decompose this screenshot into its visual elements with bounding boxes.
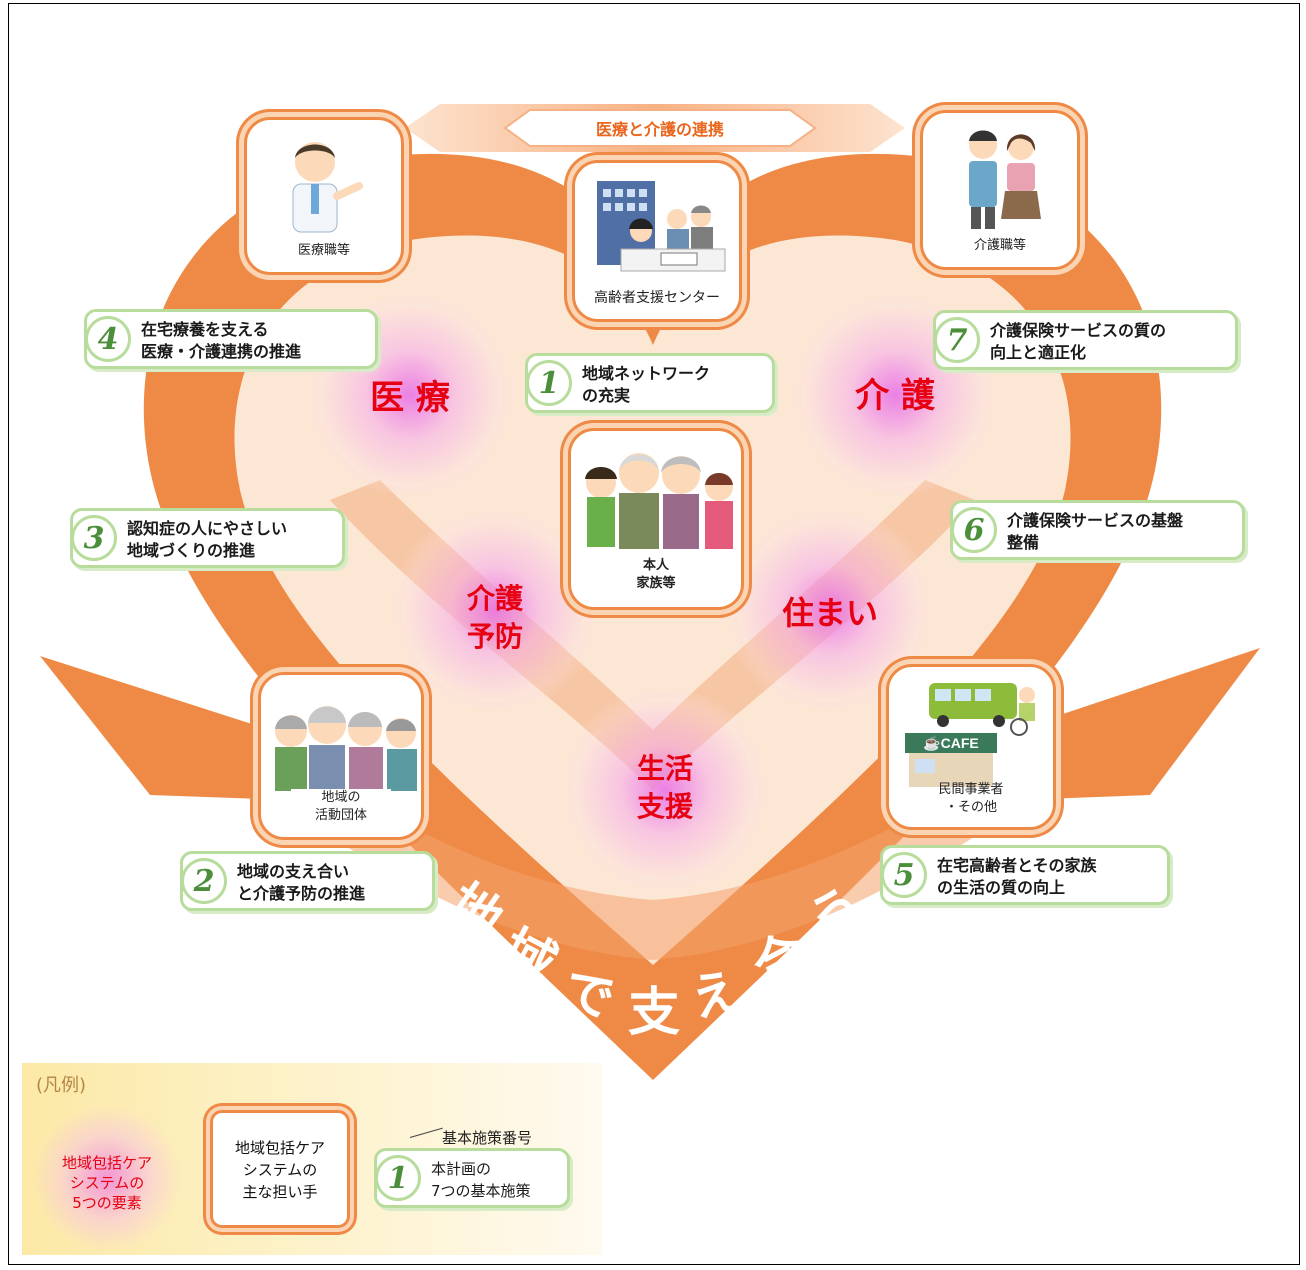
actor-self-line2: 家族等 (636, 576, 676, 591)
policy-5-line1: 在宅高齢者とその家族 (937, 856, 1097, 875)
legend-policy: 1 本計画の 7つの基本施策 (374, 1148, 570, 1208)
element-kaigo-yobo-line1: 介護 (466, 582, 523, 615)
actor-private-line1: 民間事業者 (938, 782, 1004, 797)
collaboration-arrow (503, 109, 817, 147)
policy-1-line2: の充実 (582, 386, 631, 405)
policy-7-line1: 介護保険サービスの質の (990, 321, 1167, 340)
actor-self-family: 本人 家族等 (568, 428, 744, 610)
actor-self-family-label: 本人 家族等 (571, 557, 741, 593)
policy-4-number: 4 (85, 316, 131, 362)
legend-note-line (409, 1127, 443, 1138)
legend: (凡例) 地域包括ケア システムの 5つの要素 地域包括ケア システムの 主な担… (22, 1063, 602, 1255)
policy-6-number: 6 (951, 507, 997, 553)
legend-policy-number: 1 (375, 1155, 421, 1201)
legend-actor-line3: 主な担い手 (242, 1183, 318, 1201)
element-seikatsu-line1: 生活 (636, 752, 693, 785)
policy-4-line1: 在宅療養を支える (141, 320, 269, 339)
family-icon (585, 453, 733, 549)
policy-3-line1: 認知症の人にやさしい (127, 519, 288, 538)
policy-6-line2: 整備 (1007, 533, 1040, 552)
community-group-icon (275, 706, 417, 791)
legend-number-note: 基本施策番号 (442, 1129, 533, 1147)
actor-medical: 医療職等 (244, 117, 404, 275)
policy-1-text: 地域ネットワークの充実 (582, 363, 710, 407)
collaboration-label: 医療と介護の連携 (595, 120, 724, 139)
page-frame (8, 3, 1300, 1265)
legend-element-glow (32, 1103, 182, 1253)
actor-self-line1: 本人 (642, 558, 669, 573)
cafe-bus-icon: ☕CAFE (905, 683, 1035, 787)
legend-policy-text: 本計画の 7つの基本施策 (431, 1158, 531, 1202)
ribbon-bottom-band (270, 740, 1035, 960)
policy-4-line2: 医療・介護連携の推進 (141, 342, 302, 361)
doctor-icon (292, 142, 363, 233)
policy-6: 6 介護保険サービスの基盤整備 (950, 500, 1245, 560)
policy-7-number: 7 (934, 317, 980, 363)
actor-care-staff: 介護職等 (920, 110, 1080, 270)
element-kaigo: 介 護 (855, 376, 935, 416)
policy-6-text: 介護保険サービスの基盤整備 (1007, 510, 1183, 554)
actor-medical-label: 医療職等 (297, 243, 350, 258)
legend-policy-line2: 7つの基本施策 (431, 1182, 531, 1200)
policy-3-line2: 地域づくりの推進 (127, 541, 256, 560)
actor-community-groups: 地域の 活動団体 (258, 672, 424, 840)
actor-community-line1: 地域の (321, 790, 361, 805)
policy-1-number: 1 (526, 360, 572, 406)
policy-3-text: 認知症の人にやさしい地域づくりの推進 (127, 518, 287, 562)
policy-5-number: 5 (881, 852, 927, 898)
care-staff-icon (969, 130, 1041, 229)
actor-private-label: 民間事業者 ・その他 (889, 781, 1053, 817)
element-kaigo-yobo: 介護 予防 (445, 580, 545, 656)
actor-community-label: 地域の 活動団体 (291, 789, 391, 825)
legend-actor-line1: 地域包括ケア (234, 1139, 325, 1157)
element-kaigo-yobo-line2: 予防 (466, 620, 523, 653)
ribbon-right-tail (1015, 648, 1260, 800)
svg-text:☕CAFE: ☕CAFE (923, 734, 979, 752)
actor-private-line2: ・その他 (944, 800, 997, 815)
actor-community-line2: 活動団体 (314, 808, 367, 823)
banner-char-4: 支 (628, 983, 681, 1043)
legend-element-line1: 地域包括ケア (61, 1154, 152, 1172)
element-seikatsu-line2: 支援 (636, 790, 693, 823)
policy-6-line1: 介護保険サービスの基盤 (1007, 511, 1184, 530)
policy-1: 1 地域ネットワークの充実 (525, 353, 775, 413)
element-iryo: 医 療 (370, 378, 450, 418)
policy-2-line1: 地域の支え合い (237, 862, 350, 881)
support-center-icon (597, 181, 726, 272)
actor-support-center-label: 高齢者支援センター (594, 290, 720, 306)
legend-actor-line2: システムの (242, 1161, 318, 1179)
policy-2: 2 地域の支え合いと介護予防の推進 (180, 851, 435, 911)
policy-5: 5 在宅高齢者とその家族の生活の質の向上 (880, 845, 1170, 905)
policy-7: 7 介護保険サービスの質の向上と適正化 (933, 310, 1238, 370)
policy-7-line2: 向上と適正化 (990, 343, 1087, 362)
policy-2-line2: と介護予防の推進 (237, 884, 366, 903)
policy-2-number: 2 (181, 858, 227, 904)
legend-element-text: 地域包括ケア システムの 5つの要素 (42, 1153, 172, 1213)
legend-actor-card: 地域包括ケア システムの 主な担い手 (210, 1110, 350, 1228)
ribbon-left-tail (40, 656, 290, 800)
policy-2-text: 地域の支え合いと介護予防の推進 (237, 861, 365, 905)
policy-5-line2: の生活の質の向上 (937, 878, 1066, 897)
legend-policy-line1: 本計画の (431, 1160, 492, 1178)
policy-4: 4 在宅療養を支える医療・介護連携の推進 (84, 309, 378, 369)
policy-5-text: 在宅高齢者とその家族の生活の質の向上 (937, 855, 1097, 899)
legend-actor-text: 地域包括ケア システムの 主な担い手 (213, 1137, 347, 1203)
legend-element-line3: 5つの要素 (72, 1194, 142, 1212)
policy-3: 3 認知症の人にやさしい地域づくりの推進 (70, 508, 345, 568)
policy-1-line1: 地域ネットワーク (582, 364, 711, 383)
legend-element-line2: システムの (69, 1174, 145, 1192)
policy-7-text: 介護保険サービスの質の向上と適正化 (990, 320, 1166, 364)
actor-private-business: ☕CAFE 民間事業者 ・その他 (886, 664, 1056, 830)
actor-support-center: 高齢者支援センター (572, 160, 742, 322)
element-seikatsu: 生活 支援 (615, 750, 715, 826)
policy-3-number: 3 (71, 515, 117, 561)
glow-seikatsu (555, 690, 775, 890)
element-sumai: 住まい (781, 594, 878, 632)
actor-care-staff-label: 介護職等 (973, 238, 1026, 253)
policy-4-text: 在宅療養を支える医療・介護連携の推進 (141, 319, 301, 363)
legend-title: (凡例) (36, 1075, 87, 1096)
